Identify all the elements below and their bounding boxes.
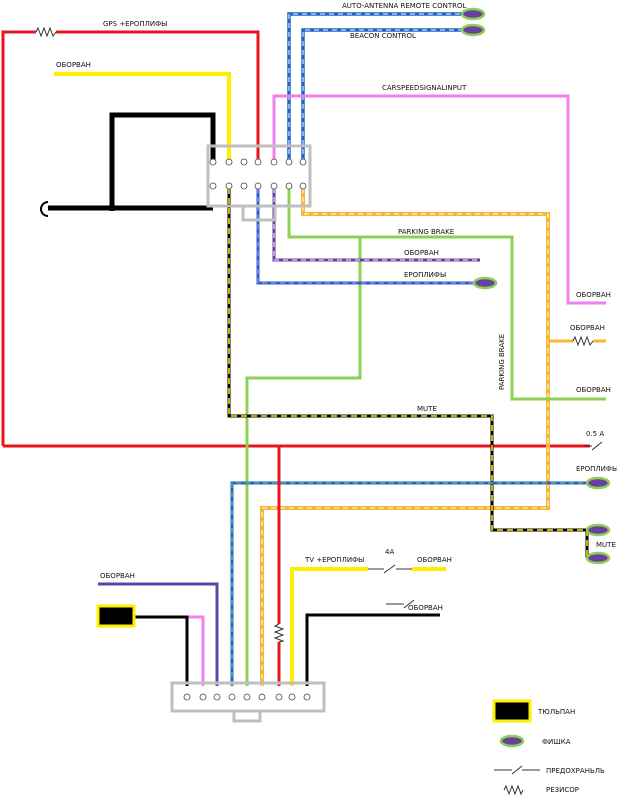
fishka-icon (472, 276, 498, 290)
fishka-icon (460, 23, 486, 37)
legend-tulpan-icon (492, 699, 532, 723)
legend: ТЮЛЬПАН ФИШКА ПРЕДОХРАНЬЛЬ РЕЗИСОР (492, 699, 605, 796)
auto-antenna-wire (287, 12, 463, 163)
fishka-icon (460, 7, 486, 21)
beacon-wire (301, 28, 463, 163)
label-auto-antenna: AUTO-ANTENNA REMOTE CONTROL (342, 2, 467, 10)
label-gps: GPS +ЕРОПЛИФЫ (103, 20, 167, 28)
fuse-4a-icon (368, 564, 412, 574)
label-oborvan-top: ОБОРВАН (56, 61, 91, 69)
legend-resistor-label: РЕЗИСОР (546, 786, 579, 794)
label-oborvan-r1: ОБОРВАН (576, 291, 611, 299)
plug-icon (40, 201, 49, 217)
purple-bottom-wire (98, 582, 219, 686)
label-mute-mid: MUTE (417, 405, 437, 413)
legend-fuse-label: ПРЕДОХРАНЬЛЬ (546, 767, 605, 775)
label-car-speed: CARSPEEDSIGNALINPUT (382, 84, 467, 92)
top-connector (206, 144, 312, 222)
fishka-icons (460, 7, 611, 565)
blue-eropl-bottom-wire (230, 481, 590, 686)
orange-wire-long (260, 188, 550, 686)
legend-tulpan-label: ТЮЛЬПАН (537, 708, 575, 716)
legend-fuse-icon (494, 765, 540, 775)
legend-resistor-icon (503, 784, 524, 796)
tulpan-icon (96, 604, 136, 628)
black-oborvan-wire (305, 613, 440, 686)
label-fuse-05: 0.5 A (586, 430, 604, 438)
mute-wire (227, 188, 598, 558)
pink-bottom-wire (135, 615, 205, 686)
fuse-05-icon (584, 441, 603, 451)
label-oborvan-bl: ОБОРВАН (100, 572, 135, 580)
car-speed-wire (272, 94, 606, 305)
legend-fishka-icon (499, 734, 525, 748)
label-oborvan-tv: ОБОРВАН (417, 556, 452, 564)
fishka-icon (585, 523, 611, 537)
legend-fishka-label: ФИШКА (542, 738, 571, 746)
label-fuse-4a: 4A (385, 548, 394, 556)
label-eropl-mid: ЕРОПЛИФЫ (404, 271, 446, 279)
resistor-orange-icon (572, 335, 594, 347)
yellow-oborvan-wire (54, 72, 231, 163)
label-parking-brake: PARKING BRAKE (398, 228, 454, 236)
tv-wire (290, 567, 446, 686)
green-wire-down (245, 237, 362, 686)
label-oborvan-r3: ОБОРВАН (576, 386, 611, 394)
resistor-gps-icon (35, 26, 57, 38)
label-mute-r: MUTE (596, 541, 616, 549)
label-eropl-r: ЕРОПЛИФЫ (576, 465, 617, 473)
label-parking-brake-v: PARKING BRAKE (498, 334, 506, 390)
resistor-bottom-icon (273, 623, 285, 643)
fuse-oborvan-icon (386, 599, 415, 609)
label-tv: TV +ЕРОПЛИФЫ (304, 556, 364, 564)
label-beacon: BEACON CONTROL (350, 32, 416, 40)
black-tulpan-wire (48, 112, 216, 211)
bottom-connector (170, 681, 326, 723)
label-oborvan-br: ОБОРВАН (408, 604, 443, 612)
parking-brake-wire (287, 188, 606, 401)
fishka-icon (585, 551, 611, 565)
label-oborvan-mid: ОБОРВАН (404, 249, 439, 257)
black-bottom-wire (135, 615, 189, 686)
label-oborvan-r2: ОБОРВАН (570, 324, 605, 332)
fishka-icon (585, 476, 611, 490)
